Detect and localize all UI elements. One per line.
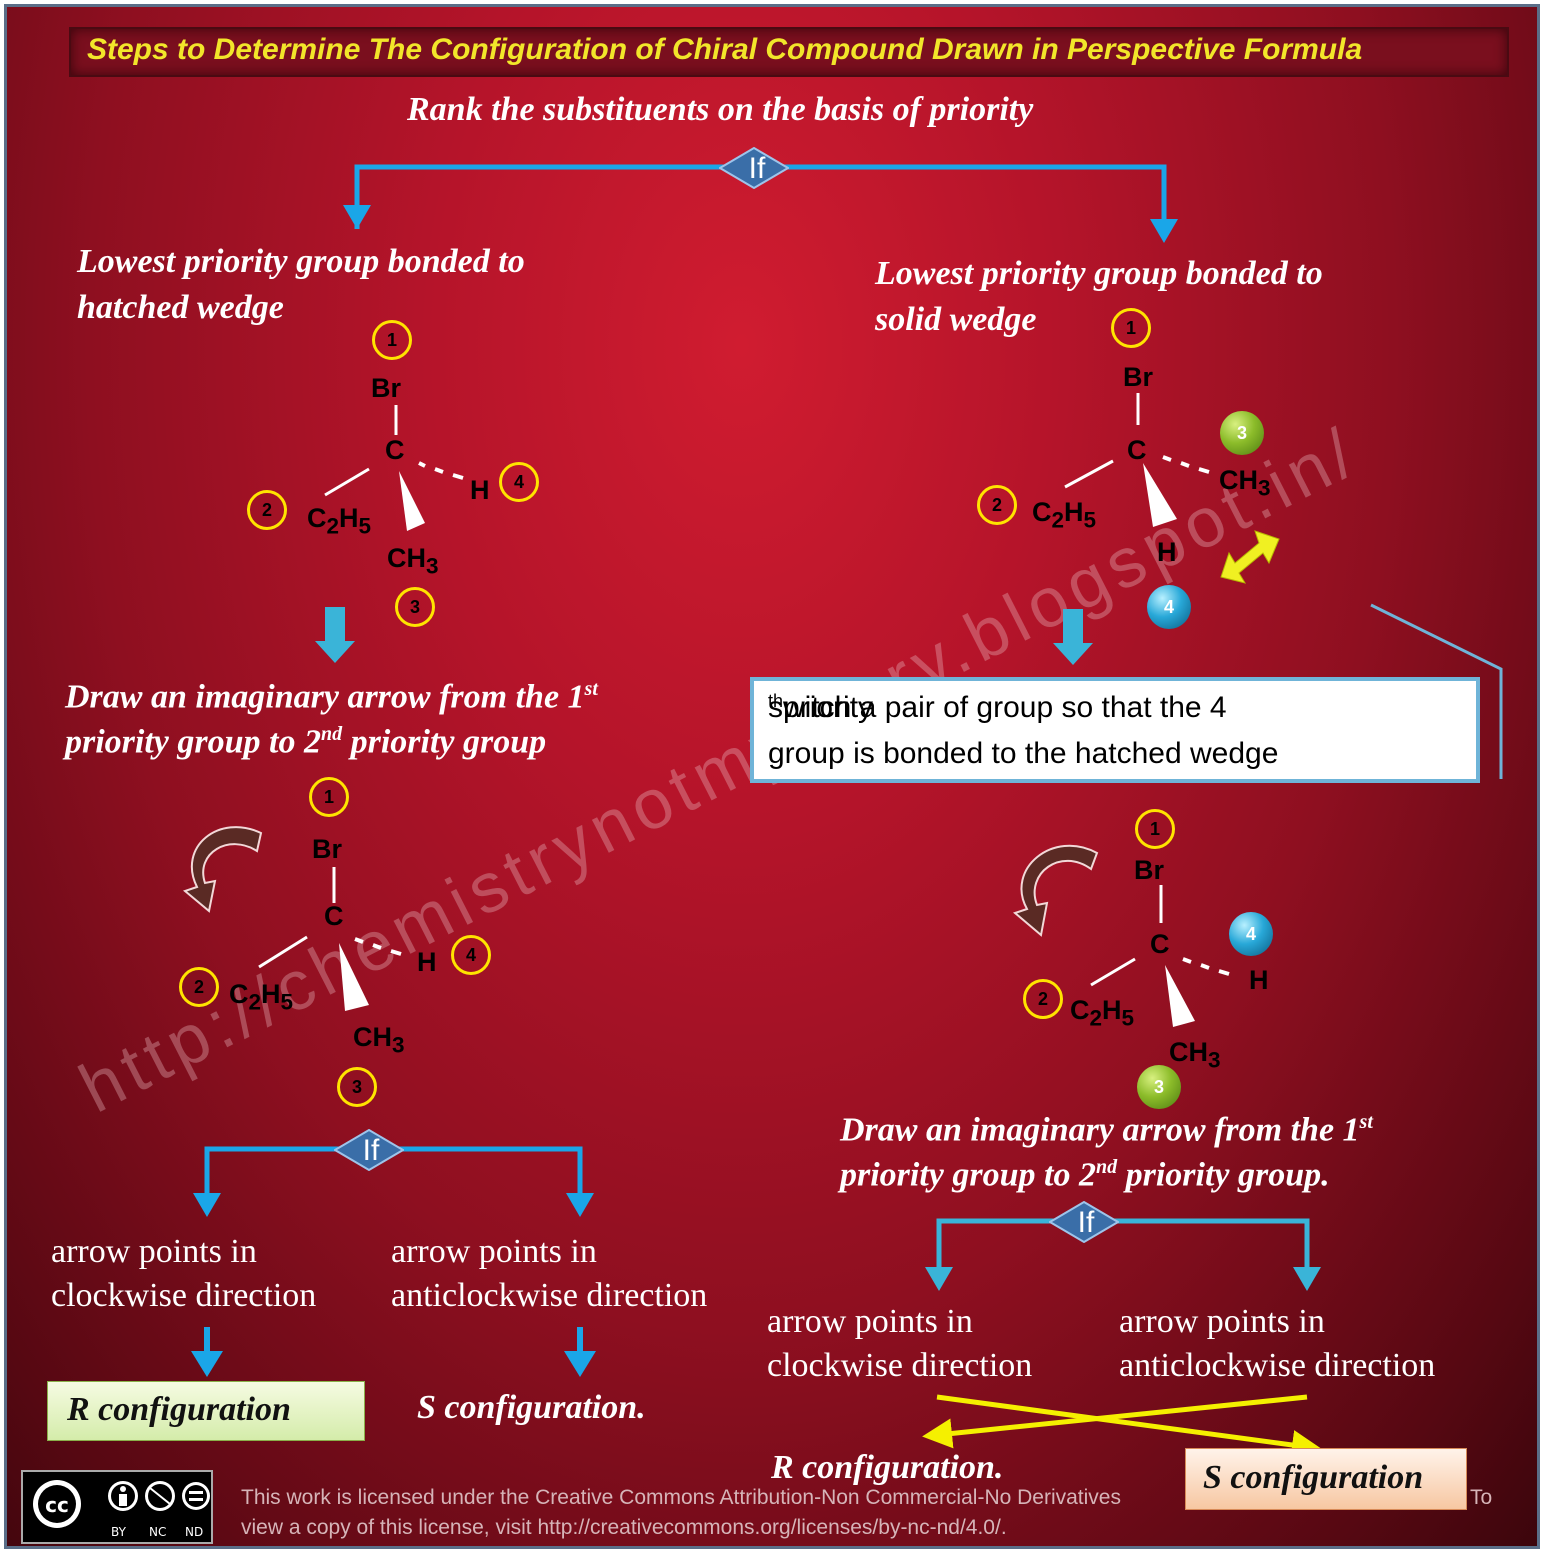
left-heading-line2: hatched wedge (77, 289, 284, 326)
left-anticlockwise-line2: anticlockwise direction (391, 1277, 708, 1314)
svg-text:ND: ND (185, 1525, 203, 1539)
right-anticlockwise-line2: anticlockwise direction (1119, 1347, 1436, 1384)
cross-arrow-to-r (922, 1394, 1308, 1449)
priority-4-circle: 4 (451, 935, 491, 975)
carbon-label: C (385, 435, 405, 465)
priority-3-ball: 3 (1220, 411, 1264, 455)
flow-connectors (182, 164, 1503, 1460)
rank-step: Rank the substituents on the basis of pr… (407, 91, 1034, 128)
r-configuration-box (47, 1381, 365, 1441)
right-heading-line2: solid wedge (875, 301, 1037, 338)
ethyl-label: C2H5 (1032, 497, 1097, 533)
right-s-configuration: S configuration (1203, 1459, 1424, 1496)
hydrogen-label: H (470, 475, 490, 505)
diagram-canvas: http://chemistrynotmystery.blogspot.in/ … (4, 4, 1540, 1549)
cc-license-badge: cc BY NC ND (21, 1470, 213, 1544)
ethyl-label: C2H5 (1070, 995, 1135, 1031)
license-text-line2: view a copy of this license, visit http:… (241, 1516, 1007, 1539)
left-arrow-step-line2: priority group to 2nd priority group (65, 723, 547, 761)
svg-text:NC: NC (149, 1525, 166, 1539)
bromine-label: Br (312, 834, 343, 864)
s-configuration-box (1185, 1448, 1467, 1510)
left-anticlockwise-line1: arrow points in (391, 1233, 597, 1270)
carbon-label: C (1150, 929, 1170, 959)
ethyl-label: C2H5 (229, 979, 294, 1015)
right-r-configuration: R configuration. (771, 1449, 1004, 1486)
priority-3-circle: 3 (395, 587, 435, 627)
decision-label-right: If (1077, 1206, 1095, 1239)
page-title: Steps to Determine The Configuration of … (87, 33, 1363, 66)
left-clockwise-line1: arrow points in (51, 1233, 257, 1270)
priority-1-circle: 1 (1135, 809, 1175, 849)
switch-instruction-line2: group is bonded to the hatched wedge (768, 737, 1279, 770)
priority-2-circle: 2 (977, 485, 1017, 525)
methyl-label: CH3 (387, 543, 439, 579)
title-bar (69, 27, 1509, 77)
top-right-arrowhead (1150, 219, 1178, 243)
methyl-label: CH3 (1169, 1037, 1221, 1073)
license-text-line1: This work is licensed under the Creative… (241, 1486, 1121, 1509)
left-arrow-step-line1: Draw an imaginary arrow from the 1st (65, 678, 598, 716)
carbon-label: C (1127, 435, 1147, 465)
left-heading-line1: Lowest priority group bonded to (77, 243, 525, 280)
left-clockwise-line2: clockwise direction (51, 1277, 317, 1314)
carbon-label: C (324, 901, 344, 931)
down-arrow-left-1 (315, 607, 355, 663)
right-anticlockwise-line1: arrow points in (1119, 1303, 1325, 1340)
down-arrow-right-1 (1053, 609, 1093, 665)
left-s-configuration: S configuration. (417, 1389, 646, 1426)
ethyl-label: C2H5 (307, 503, 372, 539)
hydrogen-label: H (417, 947, 437, 977)
priority-3-ball: 3 (1137, 1065, 1181, 1109)
priority-2-circle: 2 (179, 967, 219, 1007)
priority-4-circle: 4 (499, 462, 539, 502)
cc-icons: cc BY NC ND (25, 1474, 210, 1540)
priority-1-circle: 1 (309, 777, 349, 817)
hydrogen-label: H (1157, 537, 1177, 567)
methyl-label: CH3 (1219, 465, 1271, 501)
decision-diamond-top (719, 147, 789, 189)
bromine-label: Br (371, 373, 402, 403)
priority-1-circle: 1 (372, 320, 412, 360)
decision-diamond-right (1049, 1201, 1119, 1243)
priority-2-circle: 2 (247, 490, 287, 530)
top-left-arrowhead (343, 205, 371, 229)
cross-arrow-to-s (936, 1394, 1322, 1460)
priority-4-ball: 4 (1147, 585, 1191, 629)
right-arrow-step-line2: priority group to 2nd priority group. (840, 1156, 1330, 1194)
decision-label-top: If (748, 152, 766, 185)
priority-1-circle: 1 (1111, 308, 1151, 348)
bromine-label: Br (1134, 855, 1165, 885)
priority-2-circle: 2 (1023, 979, 1063, 1019)
decision-diamond-left (334, 1129, 404, 1171)
priority-3-circle: 3 (337, 1067, 377, 1107)
curved-arrow-left (182, 826, 263, 913)
right-clockwise-line1: arrow points in (767, 1303, 973, 1340)
left-r-configuration: R configuration (67, 1391, 291, 1428)
hydrogen-label: H (1249, 965, 1269, 995)
priority-4-ball: 4 (1229, 912, 1273, 956)
right-heading-line1: Lowest priority group bonded to (875, 255, 1323, 292)
svg-text:cc: cc (45, 1493, 69, 1517)
methyl-label: CH3 (353, 1022, 405, 1058)
bromine-label: Br (1123, 362, 1154, 392)
decision-label-left: If (362, 1134, 380, 1167)
curved-arrow-right (1012, 844, 1099, 937)
right-arrow-step-line1: Draw an imaginary arrow from the 1st (840, 1111, 1373, 1149)
swap-double-arrow (1220, 530, 1280, 584)
right-clockwise-line2: clockwise direction (767, 1347, 1033, 1384)
svg-text:BY: BY (111, 1525, 127, 1539)
license-text-tail: To (1470, 1486, 1493, 1509)
